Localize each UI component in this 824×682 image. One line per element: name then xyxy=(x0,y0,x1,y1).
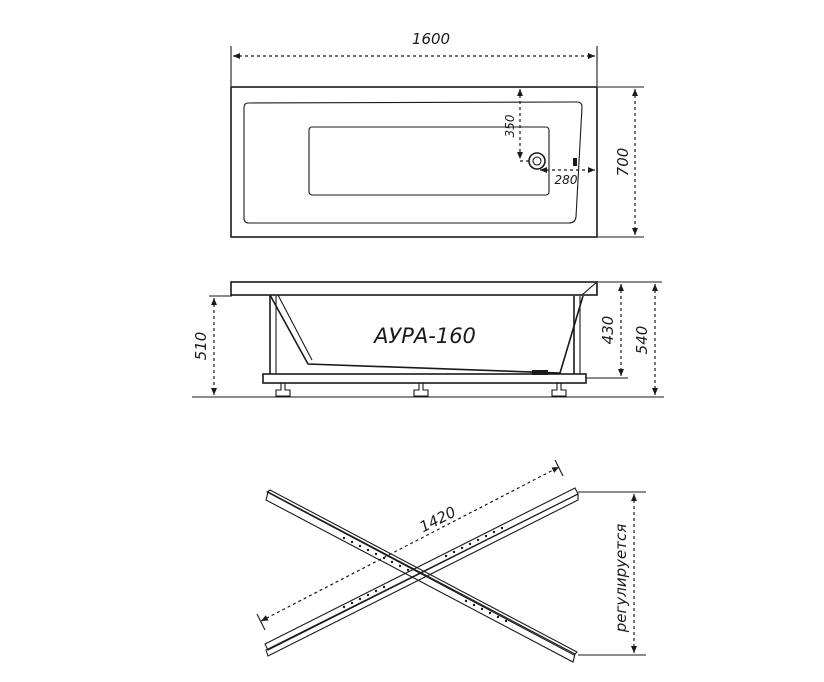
adjustable-label: регулируется xyxy=(612,524,630,633)
drain-inner xyxy=(532,156,542,166)
total-height-label: 510 xyxy=(192,332,210,361)
foot-right xyxy=(551,382,567,397)
inner-depth-label: 430 xyxy=(599,316,617,345)
foot-middle xyxy=(413,382,429,397)
tub-outer-rim xyxy=(230,86,598,238)
width-label: 700 xyxy=(614,148,632,177)
frame-length-extension-left xyxy=(256,613,266,631)
tub-body-inner xyxy=(277,294,313,361)
foot-left xyxy=(275,382,291,397)
drain-horizontal-label: 280 xyxy=(555,173,578,187)
rim-height-label: 540 xyxy=(633,326,651,355)
side-rim xyxy=(230,281,598,296)
frame-base-rail xyxy=(262,373,587,384)
model-name: АУРА-160 xyxy=(372,324,476,348)
frame-view: 1420 регулируется xyxy=(256,459,646,663)
drain-vertical-label: 350 xyxy=(503,114,517,137)
tub-inner-outline xyxy=(243,101,583,224)
drain-siphon xyxy=(532,370,548,375)
tub-bottom xyxy=(308,126,550,196)
drain-outer xyxy=(528,152,546,170)
frame-bar-descending xyxy=(265,489,578,663)
side-view: АУРА-160 510 430 540 xyxy=(192,280,664,398)
frame-length-label: 1420 xyxy=(417,503,459,536)
tub-body-profile xyxy=(269,294,584,374)
length-label: 1600 xyxy=(412,30,450,48)
overflow-notch xyxy=(573,158,577,166)
frame-length-dimension xyxy=(260,466,560,622)
rim-right-cap xyxy=(581,280,598,296)
frame-length-extension-right xyxy=(554,459,564,477)
top-view: 1600 350 280 700 xyxy=(230,30,644,238)
frame-feet xyxy=(275,382,567,397)
